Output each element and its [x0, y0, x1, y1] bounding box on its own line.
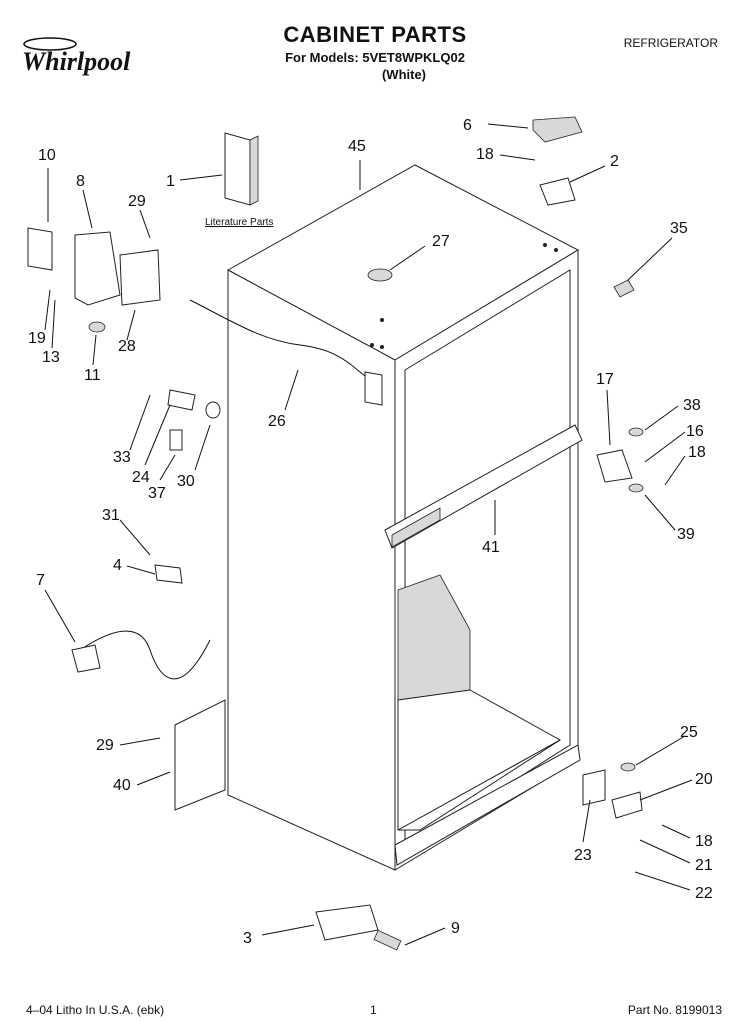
callout-28: 28	[118, 338, 136, 355]
callout-10: 10	[38, 147, 56, 164]
callout-40: 40	[113, 777, 131, 794]
callout-1: 1	[166, 173, 175, 190]
callout-26: 26	[268, 413, 286, 430]
callout-35: 35	[670, 220, 688, 237]
parts	[27, 116, 644, 951]
callout-9: 9	[451, 920, 460, 937]
callout-20: 20	[695, 771, 713, 788]
literature-parts: Literature Parts	[205, 132, 273, 228]
category-label: REFRIGERATOR	[623, 36, 718, 50]
callout-19: 19	[28, 330, 46, 347]
callout-31: 31	[102, 507, 120, 524]
callout-17: 17	[596, 371, 614, 388]
literature-label: Literature Parts	[205, 217, 273, 228]
callout-45: 45	[348, 138, 366, 155]
callout-22: 22	[695, 885, 713, 902]
callout-11: 11	[84, 367, 101, 384]
callout-7: 7	[36, 572, 45, 589]
callout-21: 21	[695, 857, 713, 874]
callout-3: 3	[243, 930, 252, 947]
callout-27: 27	[432, 233, 450, 250]
callout-39: 39	[677, 526, 695, 543]
models-text: For Models: 5VET8WPKLQ02	[285, 50, 465, 65]
callout-29-top: 29	[128, 193, 146, 210]
page-title: CABINET PARTS	[283, 22, 467, 47]
callout-2: 2	[610, 153, 619, 170]
callout-41: 41	[482, 539, 500, 556]
page-number: 1	[370, 1003, 377, 1017]
callout-24: 24	[132, 469, 150, 486]
callout-4: 4	[113, 557, 122, 574]
whirlpool-logo: Whirlpool	[22, 37, 131, 76]
callout-6: 6	[463, 117, 472, 134]
callout-38: 38	[683, 397, 701, 414]
callout-30: 30	[177, 473, 195, 490]
callout-numbers: 1 2 3 4 6 7 8 9 10 11 13 16 17 18 18 18 …	[28, 117, 713, 947]
callout-37: 37	[148, 485, 166, 502]
callout-8: 8	[76, 173, 85, 190]
cabinet	[226, 164, 583, 871]
callout-33: 33	[113, 449, 131, 466]
part-number: Part No. 8199013	[627, 1003, 722, 1017]
callout-13: 13	[42, 349, 60, 366]
callout-23: 23	[574, 847, 592, 864]
callout-16: 16	[686, 423, 704, 440]
callout-25: 25	[680, 724, 698, 741]
litho-note: 4–04 Litho In U.S.A. (ebk)	[26, 1003, 165, 1017]
callout-18-hinge: 18	[688, 444, 706, 461]
callout-18-top: 18	[476, 146, 494, 163]
leader-lines	[44, 123, 693, 946]
callout-29-bottom: 29	[96, 737, 114, 754]
color-text: (White)	[381, 67, 427, 82]
callout-18-bottom: 18	[695, 833, 713, 850]
brand-text: Whirlpool	[22, 47, 131, 76]
